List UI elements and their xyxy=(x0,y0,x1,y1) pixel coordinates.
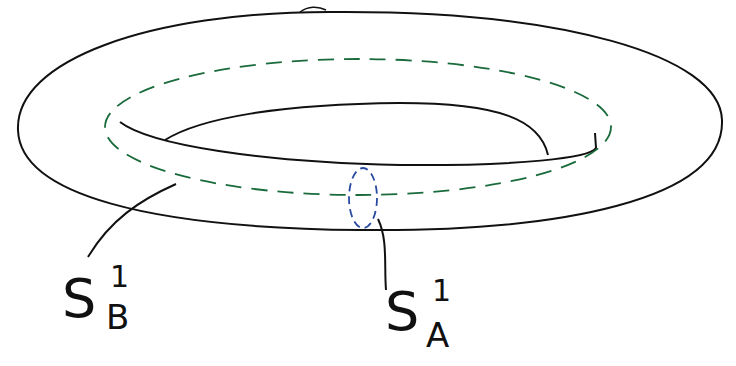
leader-line xyxy=(378,219,386,290)
label-text: 1 xyxy=(432,276,451,306)
label-text: B xyxy=(106,300,129,334)
label-text: S xyxy=(62,272,96,326)
label-text: A xyxy=(426,318,449,352)
torus-outline xyxy=(18,12,722,230)
loop-a xyxy=(349,168,377,228)
leader-line xyxy=(88,184,176,257)
loop-b xyxy=(105,59,611,195)
label-text: 1 xyxy=(110,262,129,292)
torus-hole-upper xyxy=(165,103,548,155)
label-text: S xyxy=(385,285,419,339)
torus-mark xyxy=(300,7,326,12)
